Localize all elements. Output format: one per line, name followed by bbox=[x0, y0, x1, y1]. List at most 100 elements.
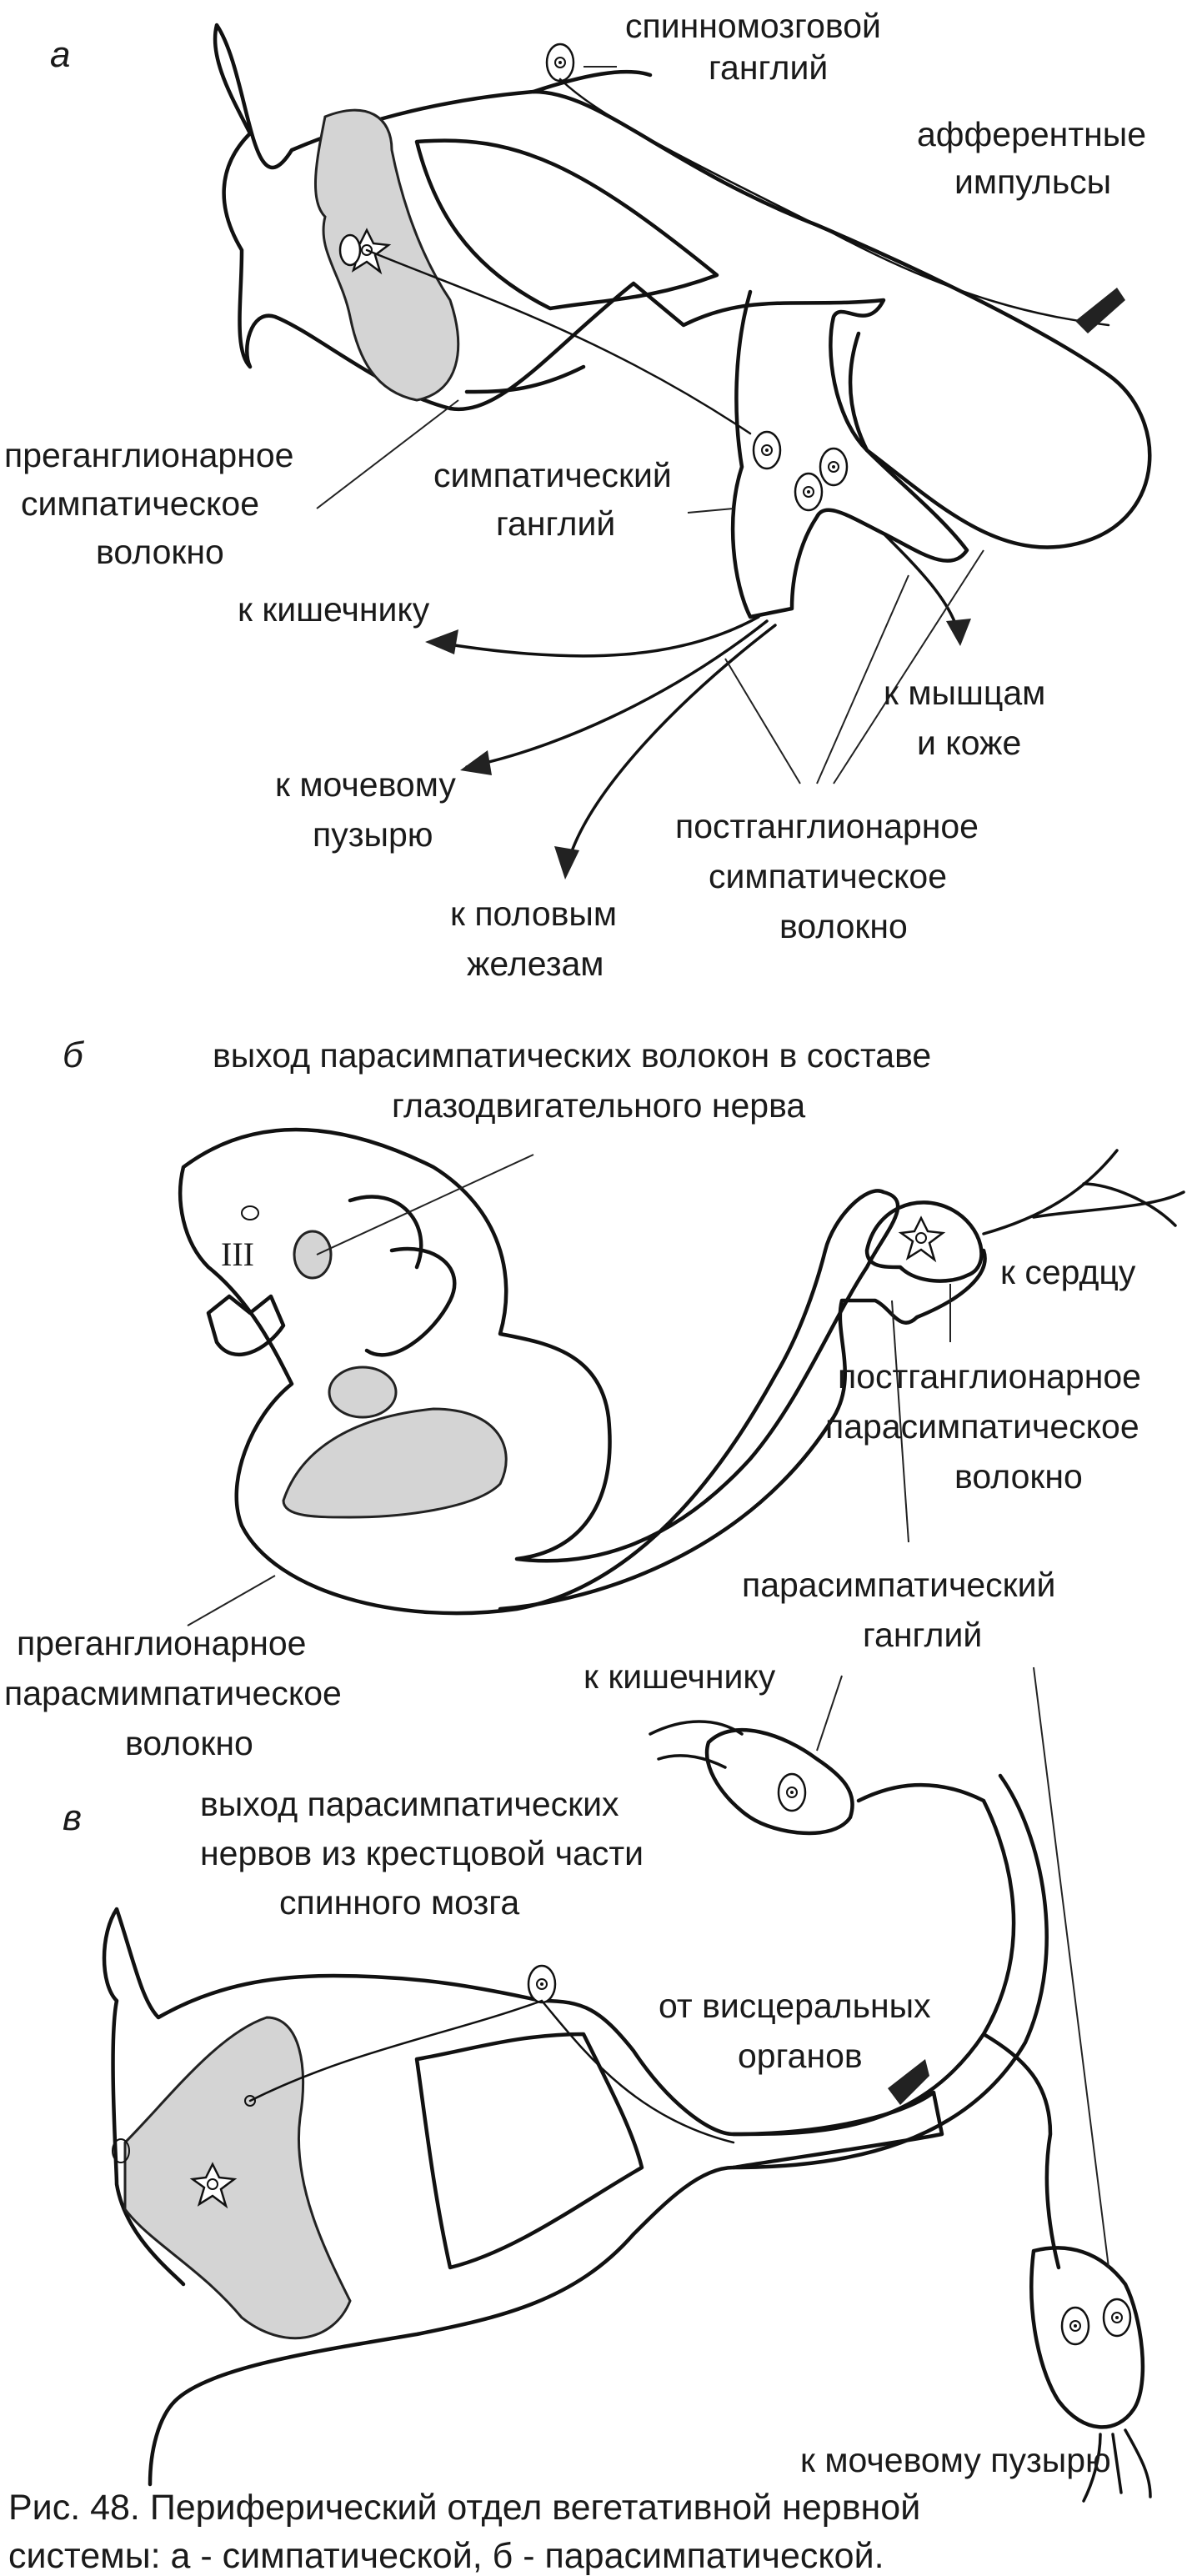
central-canal bbox=[112, 2138, 130, 2163]
visceral-arrow bbox=[888, 2059, 929, 2105]
to-intestine-nerve bbox=[432, 615, 760, 658]
leader-sym-ganglion bbox=[687, 508, 734, 514]
afferent-fiber bbox=[558, 78, 1110, 327]
spinal-ganglion-neuron bbox=[545, 43, 575, 83]
label-from-visceral-2: органов bbox=[738, 2037, 863, 2075]
afferent-arrow bbox=[1075, 288, 1125, 333]
label-post-b-1: постганглионарное bbox=[838, 1357, 1141, 1396]
label-to-intestine-a: к кишечнику bbox=[238, 590, 430, 629]
label-sacral-3: спинного мозга bbox=[279, 1883, 519, 1922]
label-sym-ganglion-1: симпатический bbox=[433, 456, 672, 494]
leader-post-b bbox=[891, 1300, 909, 1543]
leader-oculomotor bbox=[316, 1154, 534, 1255]
intestine-branch-1 bbox=[649, 1720, 744, 1736]
label-post-b-2: парасимпатическое bbox=[825, 1407, 1139, 1446]
to-bladder-nerve bbox=[465, 619, 769, 769]
figure-caption-line-2: системы: а - симпатической, б - парасимп… bbox=[8, 2536, 884, 2576]
bladder-neuron-2 bbox=[1102, 2298, 1132, 2338]
sacral-afferent-fiber bbox=[248, 1999, 543, 2102]
label-from-visceral-1: от висцеральных bbox=[659, 1987, 931, 2025]
dorsal-root bbox=[531, 69, 653, 94]
label-nucleus-iii: III bbox=[221, 1235, 254, 1273]
leader-post-2 bbox=[816, 574, 909, 784]
label-to-bladder-a-1: к мочевому bbox=[275, 765, 456, 804]
intestine-ganglion bbox=[704, 1728, 854, 1836]
label-post-a-2: симпатическое bbox=[709, 857, 947, 895]
label-oculomotor-2: глазодвигательного нерва bbox=[392, 1086, 805, 1125]
panel-a-sympathetic: а bbox=[4, 7, 1152, 983]
label-oculomotor-1: выход парасимпатических волокон в состав… bbox=[213, 1036, 931, 1075]
sympathetic-neuron-2 bbox=[794, 472, 824, 512]
label-post-b-3: волокно bbox=[954, 1457, 1083, 1496]
oculomotor-nucleus bbox=[293, 1230, 333, 1280]
panel-letter-c: в bbox=[63, 1797, 82, 1838]
panel-c-sacral: в к кишечнику выход парасимпатических не… bbox=[63, 1657, 1152, 2503]
brainstem-flower bbox=[206, 1294, 286, 1357]
white-matter-wedge bbox=[414, 138, 719, 311]
intestine-branch-2 bbox=[657, 1754, 727, 1769]
label-preganglionic-a-1: преганглионарное bbox=[4, 436, 293, 474]
heart-branch-3 bbox=[1082, 1182, 1177, 1227]
label-post-a-3: волокно bbox=[779, 907, 908, 945]
grey-matter-c bbox=[123, 2016, 352, 2340]
preganglionic-fiber-a bbox=[365, 248, 752, 435]
brainstem-curl bbox=[364, 1246, 457, 1357]
label-para-ganglion-2: ганглий bbox=[863, 1616, 982, 1654]
bladder-ganglion bbox=[1029, 2246, 1145, 2429]
heart-ganglion bbox=[864, 1200, 984, 1283]
label-to-gonads-2: железам bbox=[467, 945, 604, 983]
label-spinal-ganglion-1: спинномозговой bbox=[625, 7, 881, 45]
label-to-heart: к сердцу bbox=[1000, 1253, 1136, 1291]
leader-bladder-ganglion bbox=[1033, 1666, 1109, 2268]
leader-preganglionic bbox=[316, 399, 459, 509]
label-afferent-1: афферентные bbox=[917, 115, 1146, 153]
sacral-white-wedge bbox=[414, 2032, 644, 2270]
leader-post-3 bbox=[833, 549, 984, 784]
brainstem-curl-2 bbox=[348, 1195, 423, 1270]
sympathetic-neuron-3 bbox=[819, 447, 849, 487]
label-to-intestine-c: к кишечнику bbox=[583, 1657, 776, 1696]
brainstem-dot bbox=[241, 1205, 259, 1220]
label-para-ganglion-1: парасимпатический bbox=[742, 1566, 1055, 1604]
brainstem-outline bbox=[178, 1127, 900, 1616]
label-post-a-1: постганглионарное bbox=[675, 807, 979, 845]
label-to-gonads-1: к половым bbox=[450, 895, 617, 933]
label-spinal-ganglion-2: ганглий bbox=[709, 48, 828, 87]
label-sacral-2: нервов из крестцовой части bbox=[200, 1834, 644, 1872]
spinal-cord-outline bbox=[213, 23, 1152, 549]
panel-letter-a: а bbox=[50, 34, 70, 75]
ventral-root bbox=[464, 364, 586, 394]
sacral-interneuron bbox=[244, 2095, 256, 2107]
to-muscles-nerve bbox=[882, 532, 960, 635]
heart-branch-1 bbox=[982, 1149, 1119, 1235]
pelvic-nerve-lower bbox=[731, 1773, 1049, 2170]
bladder-branches bbox=[1082, 2428, 1152, 2503]
interneuron-a bbox=[338, 233, 362, 267]
bladder-neuron-1 bbox=[1060, 2306, 1090, 2346]
label-preganglionic-a-2: симпатическое bbox=[21, 484, 259, 523]
sympathetic-neuron-1 bbox=[752, 430, 782, 470]
bladder-nerve bbox=[981, 2032, 1061, 2270]
panel-letter-b: б bbox=[63, 1035, 85, 1075]
label-preganglionic-b-3: волокно bbox=[125, 1724, 253, 1762]
brainstem-nucleus-2 bbox=[328, 1366, 398, 1419]
label-to-muscles-1: к мышцам bbox=[884, 674, 1045, 712]
grey-matter-a bbox=[313, 108, 460, 402]
label-afferent-2: импульсы bbox=[954, 163, 1111, 201]
pelvic-nerve-upper bbox=[731, 1782, 1016, 2137]
label-to-muscles-2: и коже bbox=[917, 724, 1021, 762]
leader-para-ganglion bbox=[816, 1675, 843, 1752]
label-to-bladder-c: к мочевому пузырю bbox=[800, 2441, 1111, 2479]
intestine-ganglion-neuron bbox=[777, 1772, 807, 1812]
sympathetic-chain bbox=[730, 289, 969, 619]
leader-preganglionic-b bbox=[187, 1575, 276, 1626]
figure-caption-line-1: Рис. 48. Периферический отдел вегетативн… bbox=[8, 2488, 920, 2528]
to-gonads-nerve bbox=[565, 624, 777, 869]
vagus-nerve bbox=[498, 1248, 987, 1611]
label-sacral-1: выход парасимпатических bbox=[200, 1785, 619, 1823]
label-sym-ganglion-2: ганглий bbox=[496, 504, 615, 543]
panel-b-parasympathetic: б III выход парасимпатических вол bbox=[4, 1035, 1185, 1836]
label-preganglionic-a-3: волокно bbox=[96, 533, 224, 571]
leader-post-1 bbox=[724, 658, 801, 784]
